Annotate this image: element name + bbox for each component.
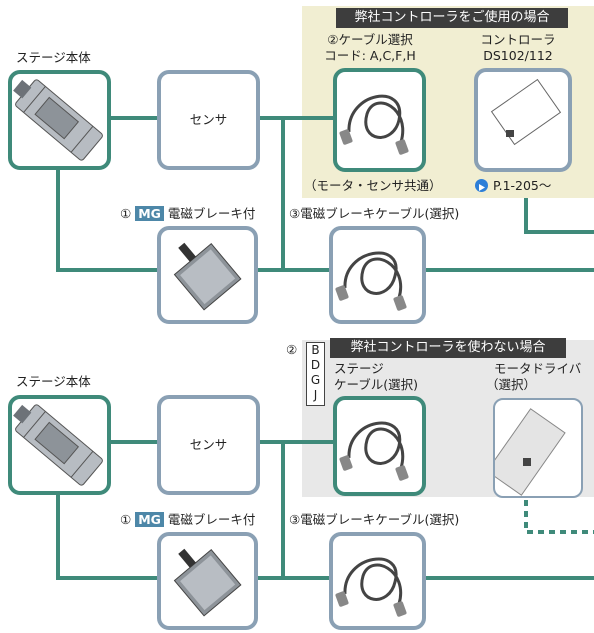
cable-icon: [335, 557, 407, 617]
bottom-driver-line2: （選択）: [486, 377, 537, 392]
bottom-driver-box[interactable]: [486, 398, 583, 498]
bottom-code-g: G: [310, 373, 321, 387]
cable-icon: [339, 421, 409, 481]
top-brake-label: 電磁ブレーキ付: [167, 206, 256, 221]
bottom-brake-cable-label: ③電磁ブレーキケーブル(選択): [289, 512, 460, 527]
top-sensor-box[interactable]: センサ: [157, 70, 260, 170]
page-ref-arrow-icon: [475, 179, 488, 192]
bottom-stage-box[interactable]: [8, 395, 111, 495]
top-panel-title: 弊社コントローラをご使用の場合: [336, 8, 568, 28]
top-cable-box[interactable]: [333, 68, 426, 172]
brake-motor-icon: [173, 548, 242, 617]
bottom-driver-line1: モータドライバ: [494, 361, 582, 376]
cable-icon: [339, 94, 409, 155]
bottom-brake-label: 電磁ブレーキ付: [167, 512, 256, 527]
bottom-brake-cable-box[interactable]: [329, 532, 426, 630]
bottom-brake-prefix: ①: [120, 512, 132, 527]
controller-device-icon: [490, 78, 562, 146]
bottom-code-j: J: [313, 388, 318, 402]
bottom-code-list: B D G J: [306, 342, 325, 406]
top-brake-cable-label: ③電磁ブレーキケーブル(選択): [289, 206, 460, 221]
bottom-panel-title: 弊社コントローラを使わない場合: [330, 338, 566, 358]
top-controller-box[interactable]: [474, 68, 572, 172]
top-controller-model: DS102/112: [483, 48, 553, 63]
bottom-mg-badge: MG: [135, 512, 164, 527]
top-page-ref-link[interactable]: P.1-205～: [493, 178, 552, 193]
bottom-stage-cable-line1: ステージ: [334, 361, 384, 376]
bottom-brake-label-row: ① MG 電磁ブレーキ付: [120, 512, 255, 527]
bottom-stage-cable-box[interactable]: [333, 396, 426, 496]
top-cable-select-title: ②ケーブル選択: [327, 32, 413, 47]
bottom-sensor-label: センサ: [189, 437, 228, 452]
top-brake-cable-box[interactable]: [329, 226, 426, 324]
bottom-driver-out-wire: [524, 500, 594, 534]
bottom-panel-number: ②: [286, 342, 298, 357]
linear-stage-icon: [13, 404, 103, 486]
bottom-brake-motor-box[interactable]: [157, 532, 258, 630]
top-shared-note: （モータ・センサ共通）: [304, 178, 442, 193]
brake-motor-icon: [173, 242, 242, 311]
top-controller-title: コントローラ: [480, 32, 556, 47]
top-sensor-label: センサ: [189, 112, 228, 127]
top-brake-prefix: ①: [120, 206, 132, 221]
motor-driver-icon: [486, 408, 566, 496]
top-stage-box[interactable]: [8, 70, 111, 170]
linear-stage-icon: [13, 79, 103, 161]
bottom-stage-label: ステージ本体: [16, 374, 91, 389]
top-cable-codes: コード: A,C,F,H: [324, 48, 416, 63]
bottom-code-b: B: [311, 343, 320, 357]
top-brake-label-row: ① MG 電磁ブレーキ付: [120, 206, 255, 221]
top-brake-motor-box[interactable]: [157, 226, 258, 324]
bottom-code-d: D: [310, 358, 321, 372]
top-stage-label: ステージ本体: [16, 50, 91, 65]
top-mg-badge: MG: [135, 206, 164, 221]
cable-icon: [335, 251, 407, 311]
top-controller-out-wire: [524, 198, 594, 234]
bottom-stage-cable-line2: ケーブル(選択): [334, 377, 419, 392]
bottom-sensor-box[interactable]: センサ: [157, 395, 260, 495]
